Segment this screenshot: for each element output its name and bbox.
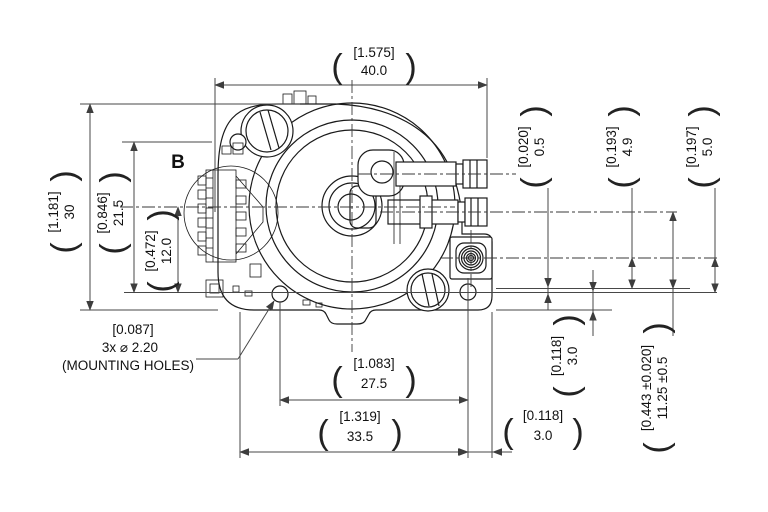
paren-close: ) (548, 314, 586, 325)
detail-b-label: B (171, 152, 185, 173)
paren-open: ( (548, 386, 586, 398)
dim-hole-spacing-text: [1.083] 27.5 ( ) (331, 356, 416, 399)
dim-hole-spacing-inch: [1.083] (353, 356, 394, 371)
dim-bottom-step-mm: 0.5 (532, 138, 547, 157)
paren-open: ( (331, 361, 343, 399)
mounting-note-label: 3x ⌀ 2.20 (102, 340, 158, 355)
paren-close: ) (683, 105, 721, 116)
dim-hole-spacing-mm: 27.5 (361, 376, 387, 391)
dim-body-height-inch: [1.181] (46, 191, 61, 232)
dim-top-width-mm: 40.0 (361, 63, 387, 78)
paren-close: ) (405, 361, 416, 399)
paren-open: ( (683, 177, 721, 189)
dim-port-height-mm: 11.25 ±0.5 (655, 357, 670, 420)
paren-close: ) (94, 171, 132, 182)
paren-open: ( (603, 177, 641, 189)
dim-bottom-step-inch: [0.020] (516, 126, 531, 167)
dim-connector-center-mm: 12.0 (159, 238, 174, 264)
dim-valve-a-mm: 4.9 (620, 138, 635, 157)
dim-connector-top-text: [0.846] 21.5 ( ) (94, 171, 132, 254)
dim-edge-offset-mm: 3.0 (534, 428, 553, 443)
mounting-note-caption: (MOUNTING HOLES) (62, 358, 194, 373)
screw-bottom-right (406, 268, 450, 312)
paren-close: ) (515, 105, 553, 116)
mounting-note: [0.087] 3x ⌀ 2.20 (MOUNTING HOLES) (62, 322, 194, 373)
dim-connector-center-inch: [0.472] (143, 230, 158, 271)
paren-close: ) (603, 105, 641, 116)
paren-close: ) (142, 209, 180, 220)
dim-base-thickness-mm: 3.0 (565, 347, 580, 366)
body-mark (302, 299, 311, 306)
paren-open: ( (94, 243, 132, 255)
dim-body-height-mm: 30 (62, 204, 77, 219)
paren-open: ( (142, 281, 180, 293)
dim-top-width-inch: [1.575] (353, 45, 394, 60)
paren-close: ) (45, 170, 83, 181)
dim-valve-b-text: [0.197] 5.0 ( ) (683, 105, 721, 188)
paren-open: ( (317, 414, 329, 452)
dim-bottom-step-text: [0.020] 0.5 ( ) (515, 105, 553, 188)
dim-valve-a-text: [0.193] 4.9 ( ) (603, 105, 641, 188)
dim-base-width-text: [1.319] 33.5 ( ) (317, 409, 402, 452)
paren-close: ) (391, 414, 402, 452)
dim-port-height-inch: [0.443 ±0.020] (639, 345, 654, 431)
body-tab (282, 93, 293, 105)
dim-body-height-text: [1.181] 30 ( ) (45, 170, 83, 253)
dim-connector-top-mm: 21.5 (111, 200, 126, 226)
electrical-connector (197, 142, 264, 298)
detail-circle-b: B (171, 152, 279, 261)
dim-base-thickness-inch: [0.118] (549, 336, 564, 376)
mounting-note-inch: [0.087] (112, 322, 153, 337)
dim-connector-top-inch: [0.846] (95, 192, 110, 233)
dim-base-width-mm: 33.5 (347, 429, 373, 444)
dim-valve-a-inch: [0.193] (604, 126, 619, 167)
dim-port-height-text: [0.443 ±0.020] 11.25 ±0.5 ( ) (638, 322, 676, 453)
paren-close: ) (572, 413, 583, 451)
dim-base-thickness-text: [0.118] 3.0 ( ) (548, 314, 586, 397)
leader-arrow (237, 300, 275, 360)
port-boss-hole (370, 160, 394, 184)
mounting-hole-top-left (229, 133, 247, 151)
screw-top-left (240, 104, 294, 158)
mounting-hole-bottom-left (271, 285, 289, 303)
dim-base-width-inch: [1.319] (339, 409, 380, 424)
paren-open: ( (502, 413, 514, 451)
dim-edge-offset-text: [0.118] 3.0 ( ) (502, 408, 583, 451)
paren-open: ( (515, 177, 553, 189)
paren-open: ( (331, 48, 343, 86)
dim-valve-b-mm: 5.0 (700, 138, 715, 157)
paren-close: ) (638, 322, 676, 333)
body-tab (293, 90, 307, 105)
dim-edge-offset-inch: [0.118] (523, 408, 563, 423)
body-tab (307, 95, 317, 105)
dim-valve-b-inch: [0.197] (684, 126, 699, 167)
paren-open: ( (638, 442, 676, 454)
paren-close: ) (405, 48, 416, 86)
dim-connector-center-text: [0.472] 12.0 ( ) (142, 209, 180, 292)
paren-open: ( (45, 242, 83, 254)
dim-top-width-text: [1.575] 40.0 ( ) (331, 45, 416, 86)
dimension-lines (86, 81, 719, 456)
